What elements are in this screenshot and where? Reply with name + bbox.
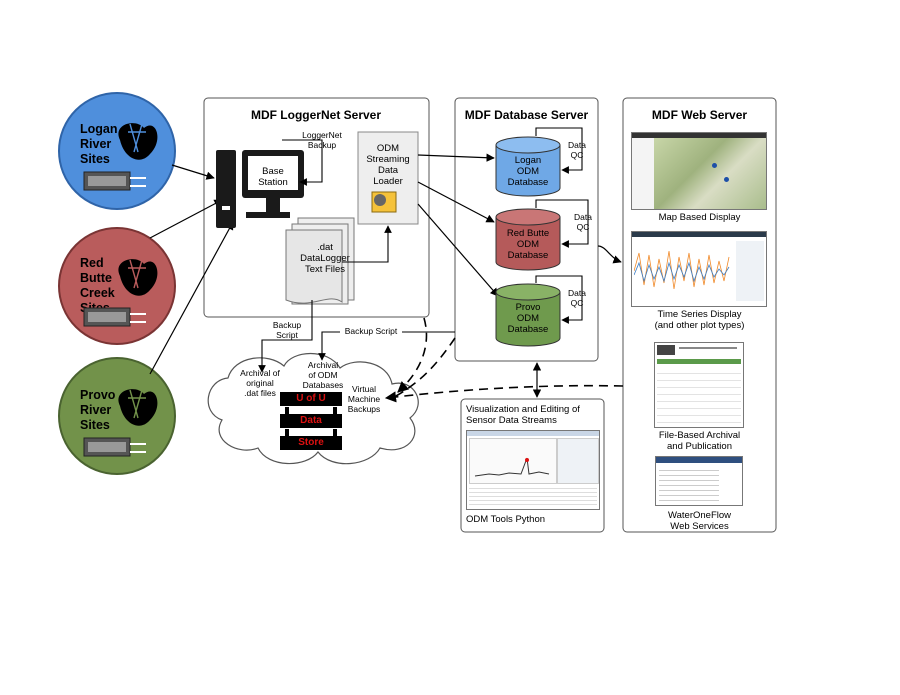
qc-loop-provo	[535, 275, 583, 324]
wof-caption: WaterOneFlow Web Services	[668, 510, 731, 532]
web-server-title: MDF Web Server	[651, 108, 748, 122]
db-label-provo[interactable]: Provo ODM Database	[507, 302, 549, 335]
arrow-logan-base	[171, 164, 215, 180]
store-row-2: Data	[280, 414, 342, 428]
archival-odm-label: Archival of ODM Databases	[302, 360, 344, 390]
dat-files-icon	[285, 217, 355, 305]
site-label-logan: Logan River Sites	[80, 122, 118, 166]
db-cylinder-provo	[495, 283, 561, 347]
store-row-3: Store	[280, 436, 342, 450]
loggernet-backup-loop	[282, 139, 323, 186]
odm-tools-caption: ODM Tools Python	[466, 514, 546, 525]
odm-tools-screenshot[interactable]	[466, 430, 600, 510]
store-row-1: U of U	[280, 392, 342, 406]
cloud-shape	[207, 353, 419, 465]
visualization-title: Visualization and Editing of Sensor Data…	[466, 404, 580, 426]
logger-server-title: MDF LoggerNet Server	[250, 108, 382, 122]
db-cylinder-redbutte	[495, 208, 561, 271]
archival-screenshot[interactable]	[654, 342, 744, 428]
qc-label-provo: Data QC	[568, 288, 586, 308]
arrow-provo-base	[149, 221, 234, 375]
arrow-loader-provo	[417, 203, 499, 297]
map-display-caption: Map Based Display	[658, 212, 741, 223]
archival-caption: File-Based Archival and Publication	[658, 430, 741, 452]
wof-screenshot[interactable]	[655, 456, 743, 506]
db-label-redbutte[interactable]: Red Butte ODM Database	[506, 228, 550, 261]
qc-label-logan: Data QC	[568, 140, 586, 160]
backup-line-dat	[258, 300, 313, 373]
map-display-screenshot[interactable]	[631, 132, 767, 210]
timeseries-caption: Time Series Display (and other plot type…	[654, 309, 745, 331]
arrow-dat-loader	[342, 225, 392, 263]
vm-backup-db	[395, 337, 456, 397]
loggernet-backup-label: LoggerNet Backup	[302, 130, 342, 150]
site-label-provo: Provo River Sites	[80, 388, 116, 432]
vm-backup-web	[384, 384, 624, 403]
base-station-icon	[216, 150, 304, 228]
archival-dat-label: Archival of original .dat files	[240, 368, 280, 398]
backup-line-odm	[318, 331, 455, 361]
backup-script-label-1: Backup Script	[272, 320, 302, 340]
streaming-loader-label[interactable]: ODM Streaming Data Loader	[366, 143, 410, 187]
arrow-db-web	[597, 245, 622, 264]
arrow-redbutte-base	[149, 199, 223, 239]
qc-label-redbutte: Data QC	[574, 212, 592, 232]
vm-backup-logger	[397, 317, 428, 393]
qc-loop-redbutte	[535, 199, 589, 248]
db-server-title: MDF Database Server	[464, 108, 589, 122]
arrow-loader-logan	[417, 153, 495, 162]
loader-icon	[371, 191, 397, 213]
vm-backups-label: Virtual Machine Backups	[347, 384, 381, 414]
arrow-loader-redbutte	[417, 181, 495, 223]
db-cylinder-logan	[495, 136, 561, 197]
site-label-redbutte: Red Butte Creek Sites	[80, 256, 115, 315]
backup-script-label-2: Backup Script	[340, 326, 402, 336]
base-station-label: Base Station	[258, 166, 288, 188]
dat-files-label: .dat DataLogger Text Files	[300, 242, 350, 275]
timeseries-screenshot[interactable]	[631, 231, 767, 307]
db-label-logan[interactable]: Logan ODM Database	[507, 155, 549, 188]
qc-loop-logan	[535, 127, 583, 174]
